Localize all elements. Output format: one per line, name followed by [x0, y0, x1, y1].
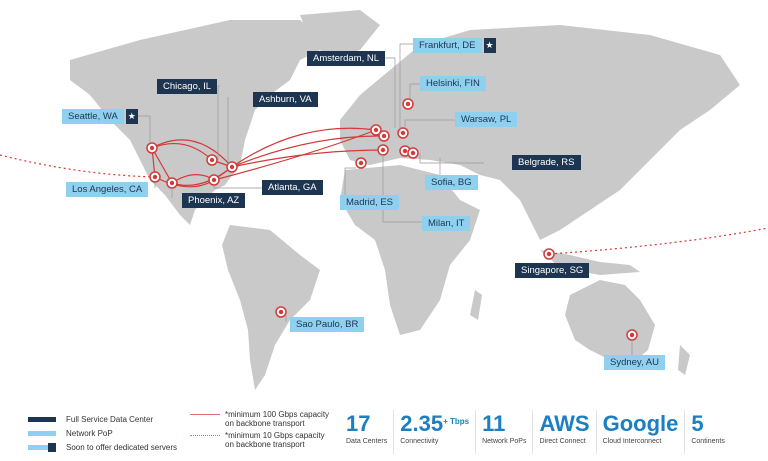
dotted-line-swatch — [190, 435, 220, 436]
star-icon: ★ — [125, 109, 138, 124]
location-label-chicago[interactable]: Chicago, IL — [157, 79, 218, 94]
map-legend: Full Service Data Center Network PoP Soo… — [28, 412, 177, 454]
location-label-atlanta[interactable]: Atlanta, GA — [262, 180, 323, 195]
location-label-warsaw[interactable]: Warsaw, PL — [455, 112, 518, 127]
legend-full-service: Full Service Data Center — [66, 414, 154, 424]
solid-line-swatch — [190, 414, 220, 415]
location-label-sofia[interactable]: Sofia, BG — [425, 175, 478, 190]
network-pop-swatch — [28, 430, 56, 436]
location-label-helsinki[interactable]: Helsinki, FIN — [420, 76, 486, 91]
location-label-amsterdam[interactable]: Amsterdam, NL — [307, 51, 385, 66]
location-label-phoenix[interactable]: Phoenix, AZ — [182, 193, 246, 208]
continents — [70, 10, 740, 390]
stat-google: Google Cloud Interconnect — [595, 410, 685, 454]
location-label-frankfurt[interactable]: Frankfurt, DE★ — [413, 38, 496, 53]
legend-network-pop: Network PoP — [66, 428, 113, 438]
location-label-milan[interactable]: Milan, IT — [422, 216, 471, 231]
location-label-belgrade[interactable]: Belgrade, RS — [512, 155, 581, 170]
full-service-swatch — [28, 416, 56, 422]
location-markers — [146, 98, 638, 341]
location-label-los-angeles[interactable]: Los Angeles, CA — [66, 182, 149, 197]
stat-data-centers: 17 Data Centers — [346, 411, 388, 445]
stat-continents: 5 Continents — [684, 410, 730, 454]
location-label-madrid[interactable]: Madrid, ES — [340, 195, 399, 210]
legend-soon-dedicated: Soon to offer dedicated servers — [66, 442, 178, 452]
star-icon: ★ — [483, 38, 496, 53]
location-label-seattle[interactable]: Seattle, WA★ — [62, 109, 138, 124]
stat-network-pops: 11 Network PoPs — [475, 410, 532, 454]
soon-dedicated-swatch — [28, 442, 56, 452]
backbone-links-10g — [0, 154, 768, 255]
location-label-sydney[interactable]: Sydney, AU — [604, 355, 665, 370]
location-label-singapore[interactable]: Singapore, SG — [515, 263, 590, 278]
location-label-sao-paulo[interactable]: Sao Paulo, BR — [290, 317, 365, 332]
location-label-ashburn[interactable]: Ashburn, VA — [253, 92, 318, 107]
stats-bar: 17 Data Centers 2.35+ Tbps Connectivity … — [340, 410, 731, 454]
stat-connectivity: 2.35+ Tbps Connectivity — [393, 410, 475, 454]
stat-aws: AWS Direct Connect — [532, 410, 595, 454]
